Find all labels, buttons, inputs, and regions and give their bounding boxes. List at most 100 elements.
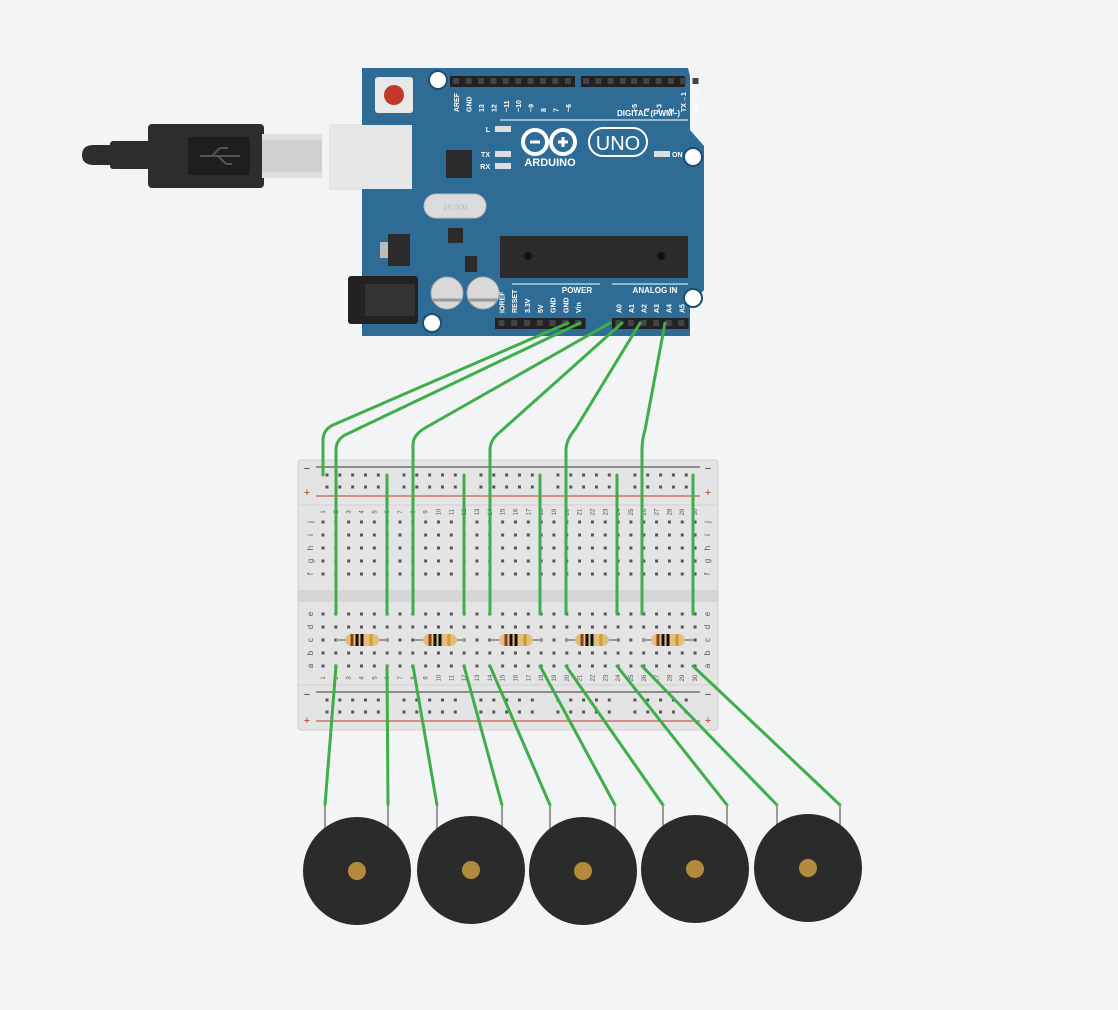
breadboard-hole[interactable] [603, 533, 607, 537]
breadboard-hole[interactable] [359, 572, 363, 576]
breadboard-hole[interactable] [513, 533, 517, 537]
rail-hole[interactable] [428, 698, 432, 702]
breadboard-hole[interactable] [501, 546, 505, 550]
breadboard-hole[interactable] [398, 638, 402, 642]
breadboard-hole[interactable] [321, 533, 325, 537]
rail-hole[interactable] [646, 710, 650, 714]
breadboard-hole[interactable] [475, 559, 479, 563]
rail-hole[interactable] [492, 485, 496, 489]
breadboard-hole[interactable] [590, 520, 594, 524]
analog-pin[interactable] [615, 320, 622, 326]
rail-hole[interactable] [440, 710, 444, 714]
piezo-buzzer[interactable] [303, 805, 411, 925]
rail-hole[interactable] [325, 473, 329, 477]
breadboard-hole[interactable] [552, 651, 556, 655]
rail-hole[interactable] [492, 710, 496, 714]
breadboard-hole[interactable] [334, 638, 338, 642]
rail-hole[interactable] [440, 698, 444, 702]
analog-pin[interactable] [627, 320, 634, 326]
breadboard-hole[interactable] [449, 651, 453, 655]
breadboard-hole[interactable] [578, 651, 582, 655]
breadboard-hole[interactable] [693, 533, 697, 537]
breadboard-hole[interactable] [655, 572, 659, 576]
breadboard-hole[interactable] [552, 664, 556, 668]
breadboard-hole[interactable] [642, 612, 646, 616]
breadboard-hole[interactable] [667, 520, 671, 524]
power-pin[interactable] [498, 320, 505, 326]
digital-pin[interactable] [619, 78, 626, 84]
jumper-wire[interactable] [691, 664, 842, 807]
resistor[interactable] [336, 634, 388, 646]
breadboard-hole[interactable] [488, 625, 492, 629]
rail-hole[interactable] [376, 710, 380, 714]
rail-hole[interactable] [556, 710, 560, 714]
breadboard-hole[interactable] [526, 546, 530, 550]
jumper-wire[interactable] [334, 321, 582, 616]
breadboard-hole[interactable] [629, 572, 633, 576]
rail-hole[interactable] [607, 485, 611, 489]
digital-pin[interactable] [552, 78, 559, 84]
analog-pin[interactable] [678, 320, 685, 326]
rail-hole[interactable] [646, 485, 650, 489]
breadboard-hole[interactable] [526, 520, 530, 524]
digital-pin[interactable] [540, 78, 546, 84]
rail-hole[interactable] [530, 710, 534, 714]
breadboard-hole[interactable] [449, 559, 453, 563]
piezo-buzzer[interactable] [754, 805, 862, 922]
breadboard-hole[interactable] [693, 612, 697, 616]
breadboard-hole[interactable] [655, 533, 659, 537]
rail-hole[interactable] [582, 710, 586, 714]
breadboard-hole[interactable] [321, 651, 325, 655]
breadboard-hole[interactable] [590, 664, 594, 668]
breadboard-hole[interactable] [629, 546, 633, 550]
rail-hole[interactable] [684, 473, 688, 477]
breadboard-hole[interactable] [526, 664, 530, 668]
rail-hole[interactable] [607, 698, 611, 702]
breadboard-hole[interactable] [578, 572, 582, 576]
rail-hole[interactable] [428, 485, 432, 489]
breadboard-hole[interactable] [347, 625, 351, 629]
breadboard-hole[interactable] [359, 533, 363, 537]
breadboard-hole[interactable] [590, 651, 594, 655]
breadboard-hole[interactable] [398, 651, 402, 655]
rail-hole[interactable] [453, 473, 457, 477]
breadboard-hole[interactable] [449, 664, 453, 668]
digital-pin[interactable] [478, 78, 484, 84]
breadboard-hole[interactable] [436, 651, 440, 655]
breadboard-hole[interactable] [347, 520, 351, 524]
breadboard-hole[interactable] [642, 625, 646, 629]
breadboard-hole[interactable] [501, 559, 505, 563]
breadboard-hole[interactable] [372, 664, 376, 668]
breadboard-hole[interactable] [398, 664, 402, 668]
digital-pin[interactable] [607, 78, 614, 84]
rail-hole[interactable] [569, 710, 573, 714]
breadboard-hole[interactable] [526, 651, 530, 655]
rail-hole[interactable] [440, 485, 444, 489]
breadboard-hole[interactable] [424, 625, 428, 629]
rail-hole[interactable] [415, 473, 419, 477]
breadboard-hole[interactable] [513, 625, 517, 629]
breadboard-hole[interactable] [578, 559, 582, 563]
breadboard-hole[interactable] [655, 612, 659, 616]
jumper-wire[interactable] [411, 321, 612, 616]
jumper-wire[interactable] [640, 664, 779, 807]
breadboard-hole[interactable] [539, 651, 543, 655]
breadboard-hole[interactable] [655, 664, 659, 668]
breadboard-hole[interactable] [347, 651, 351, 655]
digital-pin[interactable] [465, 78, 472, 84]
breadboard-hole[interactable] [642, 651, 646, 655]
breadboard-hole[interactable] [526, 612, 530, 616]
jumper-wire[interactable] [321, 321, 570, 477]
breadboard-hole[interactable] [655, 546, 659, 550]
breadboard-hole[interactable] [424, 533, 428, 537]
breadboard-hole[interactable] [513, 572, 517, 576]
breadboard-hole[interactable] [475, 572, 479, 576]
digital-pin[interactable] [490, 78, 497, 84]
breadboard-hole[interactable] [501, 533, 505, 537]
rail-hole[interactable] [633, 473, 637, 477]
breadboard-hole[interactable] [578, 664, 582, 668]
breadboard-hole[interactable] [359, 546, 363, 550]
breadboard-hole[interactable] [501, 572, 505, 576]
breadboard-hole[interactable] [680, 572, 684, 576]
breadboard-hole[interactable] [655, 651, 659, 655]
